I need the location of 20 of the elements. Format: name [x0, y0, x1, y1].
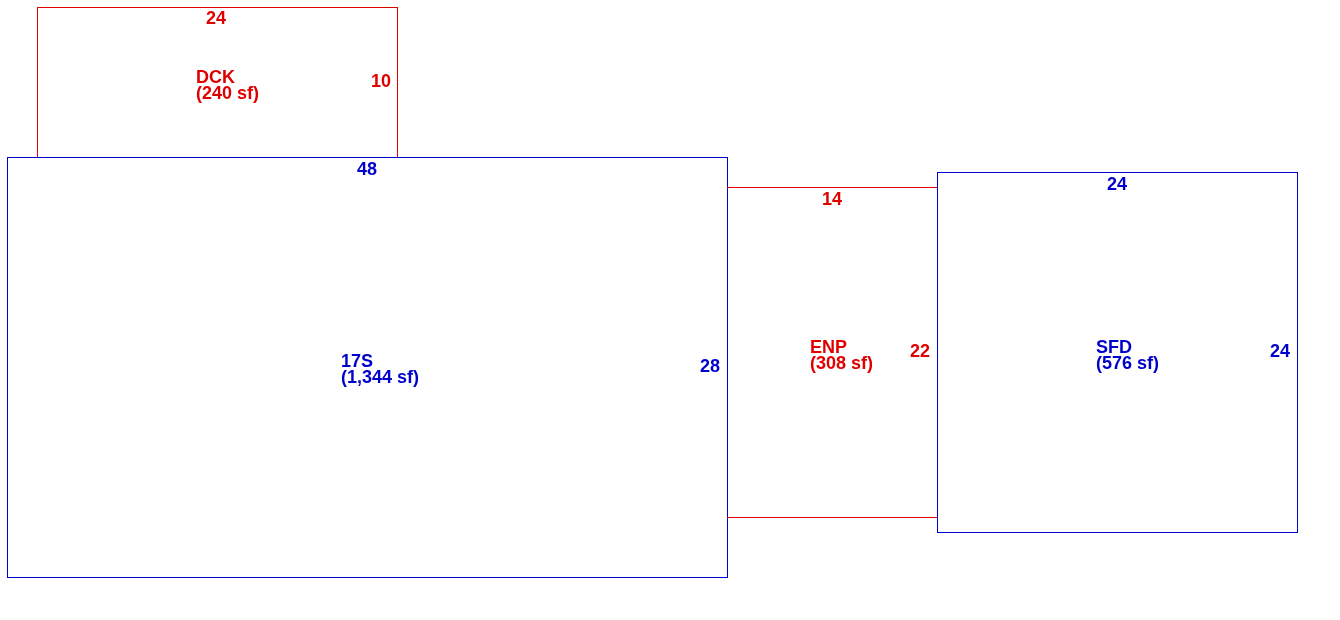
dimension-label: 24: [206, 9, 226, 27]
room-outline: [7, 157, 728, 578]
room-name: SFD: [1096, 339, 1132, 355]
dimension-label: 48: [357, 160, 377, 178]
dimension-label: 22: [910, 342, 930, 360]
room-outline: [37, 7, 398, 158]
dimension-label: 10: [371, 72, 391, 90]
dimension-label: 24: [1107, 175, 1127, 193]
room-area: (1,344 sf): [341, 369, 420, 385]
room-area: (308 sf): [810, 355, 874, 371]
room-name: ENP: [810, 339, 847, 355]
room-outline: [937, 172, 1298, 533]
room-outline: [727, 187, 938, 518]
dimension-label: 28: [700, 357, 720, 375]
room-name: DCK: [196, 69, 235, 85]
room-area: (576 sf): [1096, 355, 1160, 371]
dimension-label: 14: [822, 190, 842, 208]
dimension-label: 24: [1270, 342, 1290, 360]
room-area: (240 sf): [196, 85, 260, 101]
room-name: 17S: [341, 353, 374, 369]
